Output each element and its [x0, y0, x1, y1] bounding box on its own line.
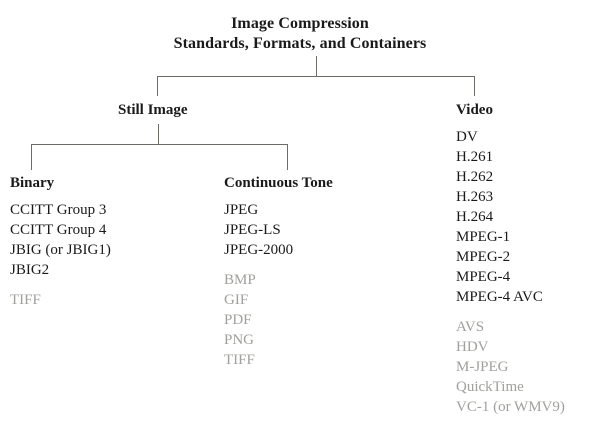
list-item: AVS [456, 319, 485, 335]
list-item: TIFF [224, 352, 255, 368]
branch-label-still-image: Still Image [118, 102, 188, 118]
list-group-spacer [10, 280, 111, 290]
title-line-2: Standards, Formats, and Containers [173, 35, 427, 52]
list-item: DV [456, 129, 478, 145]
list-item: CCITT Group 4 [10, 222, 107, 238]
list-item: PDF [224, 312, 252, 328]
list-item: MPEG-4 AVC [456, 289, 543, 305]
connector-drop-still-image [157, 76, 158, 96]
connector-still-image-stem [158, 124, 159, 145]
list-item: QuickTime [456, 379, 524, 395]
list-item: MPEG-2 [456, 249, 511, 265]
list-item: HDV [456, 339, 489, 355]
list-group-spacer [456, 307, 565, 317]
list-item: JBIG (or JBIG1) [10, 242, 111, 258]
connector-drop-video [474, 76, 475, 96]
column-heading-binary: Binary [10, 175, 55, 191]
page-title: Image Compression Standards, Formats, an… [0, 14, 600, 54]
list-item: BMP [224, 272, 256, 288]
connector-level1-bar [157, 76, 475, 77]
connector-title-stem [316, 56, 317, 77]
connector-drop-binary [31, 144, 32, 170]
list-item: CCITT Group 3 [10, 202, 107, 218]
connector-level2-bar [31, 144, 288, 145]
list-item: PNG [224, 332, 255, 348]
list-item: JPEG-2000 [224, 242, 294, 258]
list-item: JBIG2 [10, 262, 50, 278]
list-item: H.263 [456, 189, 494, 205]
column-heading-continuous-tone: Continuous Tone [224, 175, 333, 191]
list-item: H.264 [456, 209, 494, 225]
branch-label-video: Video [456, 102, 493, 118]
list-item: H.261 [456, 149, 494, 165]
list-item: JPEG-LS [224, 222, 281, 238]
list-item: GIF [224, 292, 249, 308]
list-item: TIFF [10, 292, 41, 308]
title-line-1: Image Compression [231, 15, 369, 32]
list-item: JPEG [224, 202, 259, 218]
list-item: MPEG-1 [456, 229, 511, 245]
list-item: VC-1 (or WMV9) [456, 399, 565, 415]
list-item: M-JPEG [456, 359, 509, 375]
list-item: H.262 [456, 169, 494, 185]
list-item: MPEG-4 [456, 269, 511, 285]
list-binary: CCITT Group 3 CCITT Group 4 JBIG (or JBIG1… [10, 200, 111, 310]
connector-drop-continuous-tone [287, 144, 288, 170]
list-group-spacer [224, 260, 293, 270]
